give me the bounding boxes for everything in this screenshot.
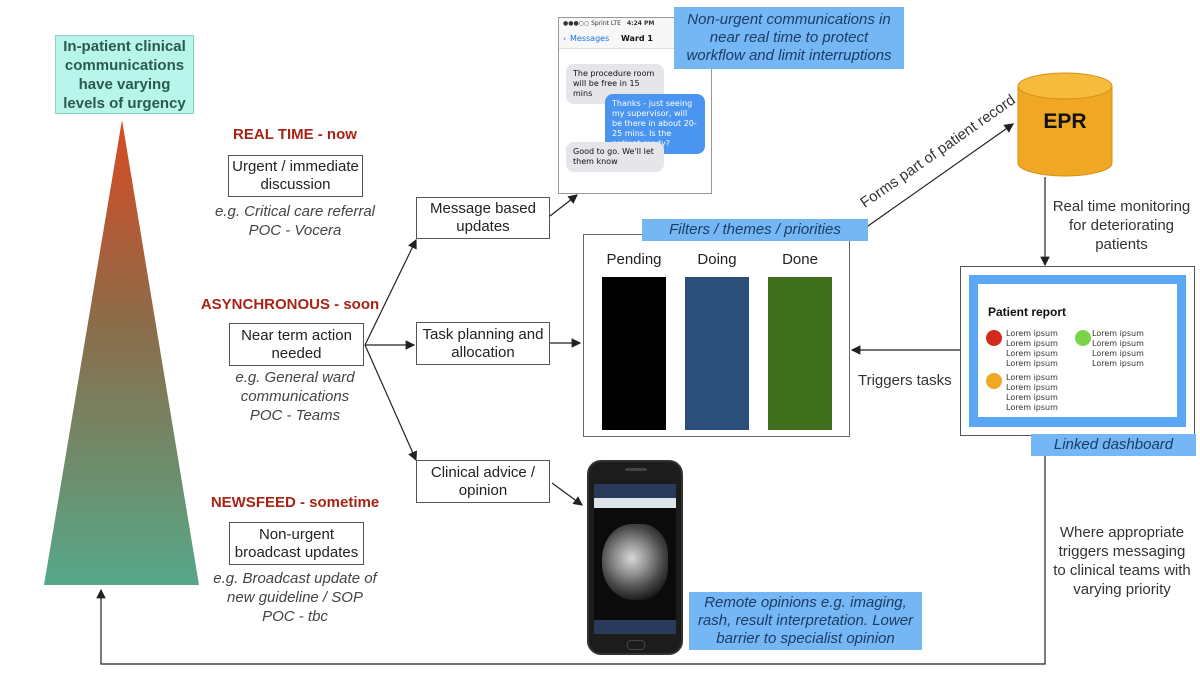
imaging-topbar (594, 484, 676, 498)
chat-bubble-in: Good to go. We'll let them know (566, 142, 664, 172)
imaging-bottombar (594, 620, 676, 634)
kanban-col-done (768, 277, 832, 430)
imaging-screen (594, 484, 676, 634)
urgency-title: In-patient clinical communications have … (55, 35, 194, 114)
kanban-col-doing-label: Doing (697, 251, 737, 268)
status-dot-red-icon (986, 330, 1002, 346)
kanban-col-pending (602, 277, 666, 430)
newsfeed-example: e.g. Broadcast update of new guideline /… (213, 570, 377, 625)
epr-label: EPR (1043, 110, 1087, 133)
newsfeed-heading: NEWSFEED - sometime (210, 494, 380, 511)
broadcast-box: Non-urgent broadcast updates (229, 522, 364, 565)
near-term-box: Near term action needed (229, 323, 364, 366)
triggers-tasks-note: Triggers tasks (858, 372, 952, 389)
back-link[interactable]: Messages (570, 34, 610, 43)
phone-home-button (627, 640, 645, 650)
message-updates-box: Message based updates (416, 197, 550, 239)
task-board: Pending Doing Done (583, 234, 850, 437)
chat-header: ‹ Messages Ward 1 (559, 30, 711, 49)
non-urgent-label: Non-urgent communications in near real t… (674, 7, 904, 69)
status-dot-green-icon (1075, 330, 1091, 346)
brain-scan-image (602, 524, 668, 600)
epr-database: EPR (1017, 72, 1113, 177)
phone-speaker-icon (625, 468, 647, 471)
kanban-col-done-label: Done (782, 251, 818, 268)
back-chevron-icon[interactable]: ‹ (563, 34, 567, 43)
status-bar: ●●●○○ Sprint LTE 4:24 PM (559, 18, 711, 30)
linked-dashboard-label: Linked dashboard (1031, 434, 1196, 456)
remote-opinions-label: Remote opinions e.g. imaging, rash, resu… (689, 592, 922, 650)
urgency-triangle (44, 120, 199, 585)
phone-imaging (587, 460, 683, 655)
filters-label: Filters / themes / priorities (642, 219, 868, 241)
patient-report-title: Patient report (988, 305, 1067, 319)
monitoring-note: Real time monitoring for deteriorating p… (1052, 198, 1191, 253)
task-planning-box: Task planning and allocation (416, 322, 550, 365)
database-icon (1017, 72, 1113, 177)
realtime-heading: REAL TIME - now (233, 126, 357, 143)
imaging-toolbar (594, 498, 676, 508)
kanban-col-doing (685, 277, 749, 430)
async-heading: ASYNCHRONOUS - soon (200, 296, 380, 313)
urgent-discussion-box: Urgent / immediate discussion (228, 155, 363, 197)
chat-title: Ward 1 (621, 34, 653, 43)
kanban-col-pending-label: Pending (606, 251, 662, 268)
triggers-messaging-note: Where appropriate triggers messaging to … (1053, 524, 1191, 598)
clinical-advice-box: Clinical advice / opinion (416, 460, 550, 503)
status-dot-orange-icon (986, 373, 1002, 389)
